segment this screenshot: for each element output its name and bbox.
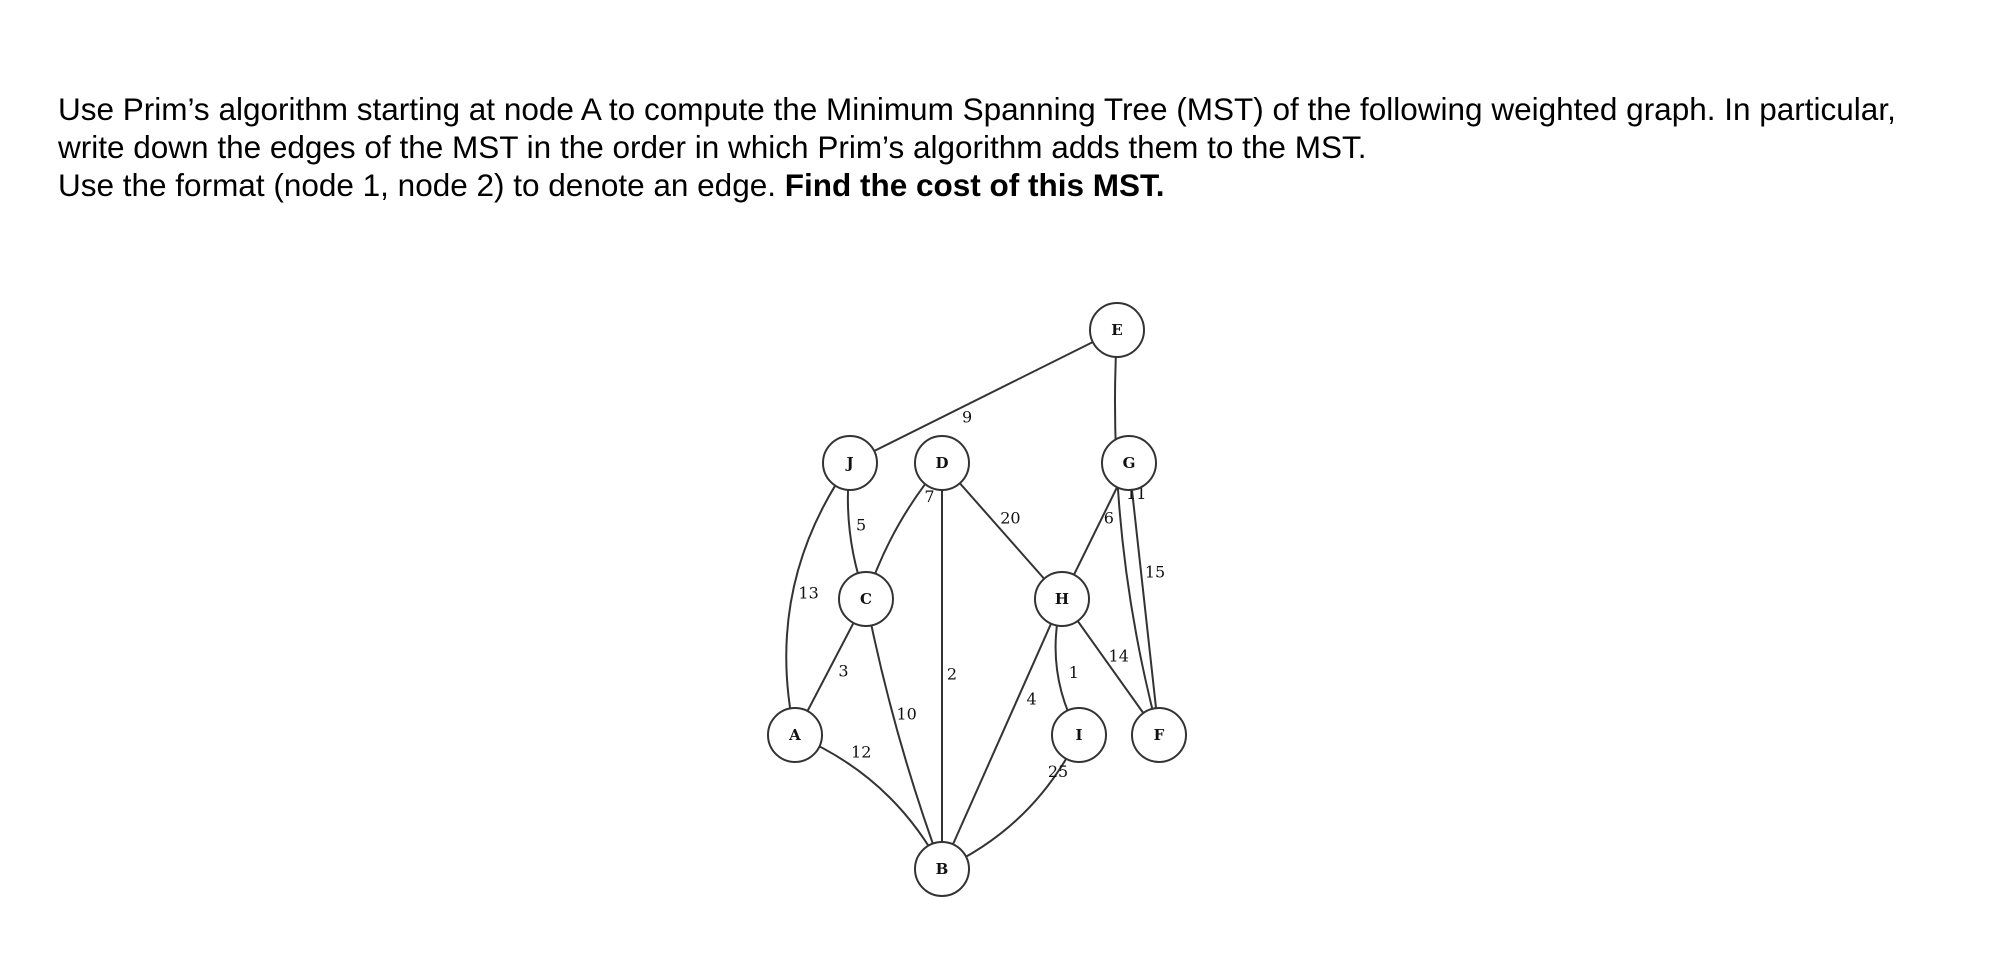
node-g: G [1101,435,1157,491]
node-g-circle [1101,435,1157,491]
node-e: E [1089,302,1145,358]
edge-weight-d-c: 7 [924,487,934,506]
node-h-circle [1034,571,1090,627]
node-f-label: F [1154,726,1165,744]
node-e-circle [1089,302,1145,358]
question-line-1: Use Prim’s algorithm starting at node A … [58,91,1896,127]
node-j-circle [822,435,878,491]
edge-weight-g-h: 6 [1104,509,1114,528]
node-j-label: J [844,454,853,472]
node-b-label: B [936,860,949,878]
edge-weight-i-b: 25 [1048,762,1068,781]
node-b: B [914,841,970,897]
edge-weight-g-f: 15 [1145,562,1165,581]
edge-weight-c-b: 10 [896,704,916,723]
node-i-label: I [1075,726,1082,744]
node-j: J [822,435,878,491]
question-line-2: write down the edges of the MST in the o… [58,129,1367,165]
edge-weight-j-a: 13 [798,583,818,602]
graph-nodes: E J D G C H A I F B [767,302,1187,897]
question-line-3: Use the format (node 1, node 2) to denot… [58,166,1958,204]
node-c-circle [838,571,894,627]
edge-e-f [1114,329,1160,736]
edge-j-a [785,462,851,736]
edge-weight-c-a: 3 [838,662,848,681]
node-a: A [767,707,823,763]
question-text: Use Prim’s algorithm starting at node A … [58,90,1958,204]
node-a-label: A [788,726,801,744]
edge-weight-h-b: 4 [1027,689,1037,708]
edge-weight-h-f: 14 [1109,647,1129,666]
node-c-label: C [860,590,872,608]
edge-weight-h-i: 1 [1069,663,1079,682]
node-e-label: E [1111,321,1122,339]
node-h-label: H [1055,590,1069,608]
node-d-circle [914,435,970,491]
edge-h-b [941,598,1063,870]
node-h: H [1034,571,1090,627]
edge-weight-d-h: 20 [1000,509,1020,528]
node-d: D [914,435,970,491]
node-a-circle [767,707,823,763]
question-line-3-plain: Use the format (node 1, node 2) to denot… [58,167,785,203]
edge-weight-j-e: 9 [962,408,972,427]
node-f-circle [1131,707,1187,763]
edge-weight-j-c: 5 [856,516,866,535]
node-d-label: D [935,454,948,472]
node-i-circle [1051,707,1107,763]
question-line-3-bold: Find the cost of this MST. [784,167,1165,203]
edge-weight-a-b: 12 [851,743,871,762]
edge-weight-d-b: 2 [947,665,957,684]
edge-c-b [865,598,943,870]
edge-i-b [941,734,1080,870]
node-f: F [1131,707,1187,763]
node-i: I [1051,707,1107,763]
node-g-label: G [1123,454,1136,472]
node-c: C [838,571,894,627]
edge-g-f [1128,462,1160,736]
node-b-circle [914,841,970,897]
edge-j-e [849,329,1118,464]
